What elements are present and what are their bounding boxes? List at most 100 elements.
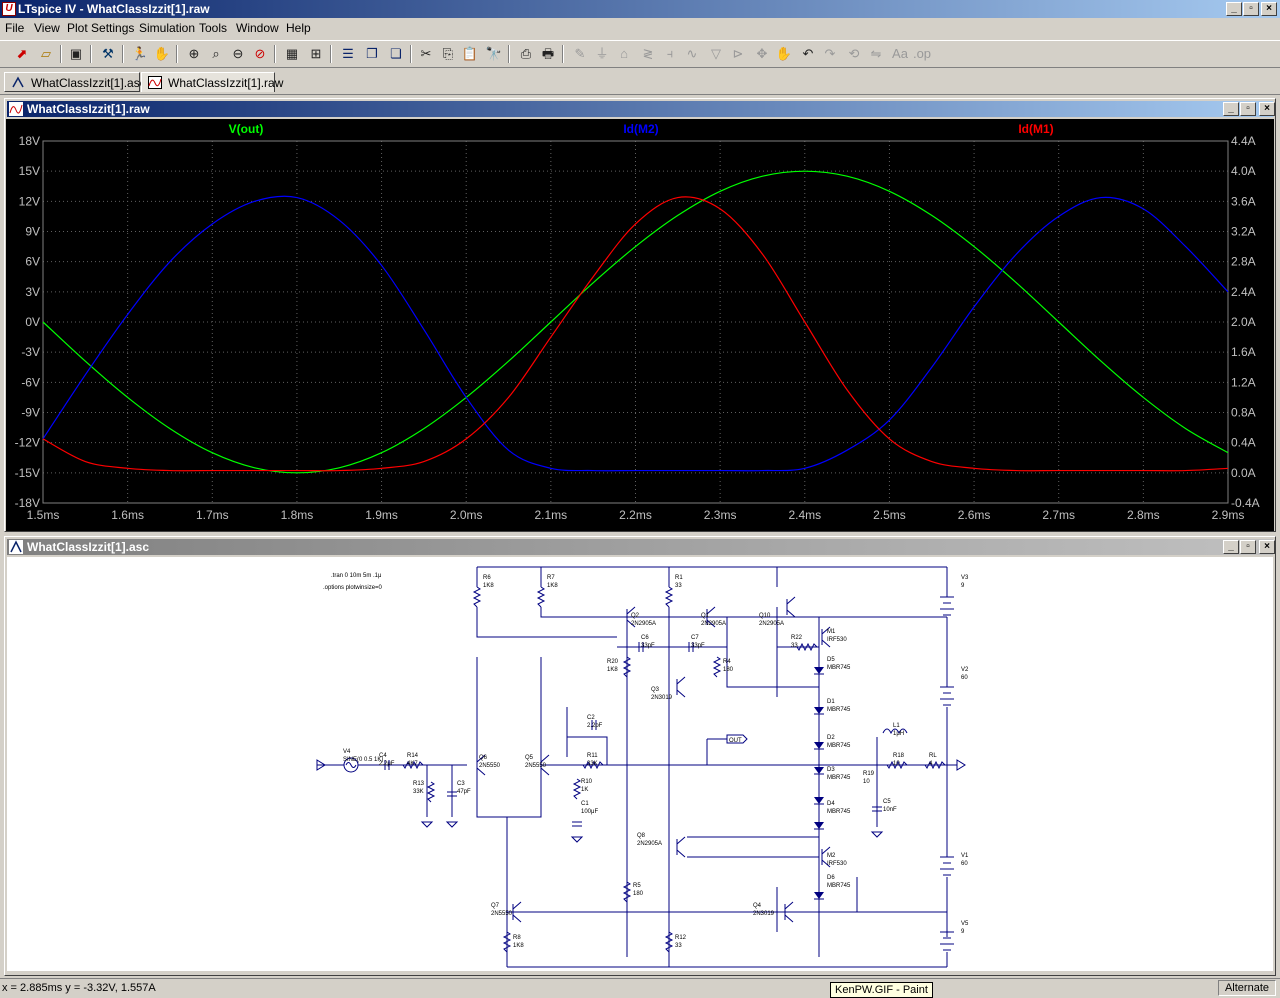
component-ref-c3[interactable]: C3 xyxy=(457,781,465,787)
component-ref-r10[interactable]: R10 xyxy=(581,779,593,785)
schematic-minimize-button[interactable]: _ xyxy=(1223,540,1239,554)
halt-icon[interactable]: ✋ xyxy=(153,46,171,61)
menu-tools[interactable]: Tools xyxy=(199,21,228,35)
component-value-rl[interactable]: 4 xyxy=(929,761,933,767)
component-ref-v2[interactable]: V2 xyxy=(961,667,969,673)
move-icon[interactable]: ✥ xyxy=(756,46,768,61)
component-value-d2[interactable]: MBR745 xyxy=(827,743,851,749)
component-value-c3[interactable]: 47pF xyxy=(457,789,471,795)
zoom-fit-icon[interactable]: ⊘ xyxy=(254,46,266,61)
trace-id-m1[interactable] xyxy=(42,196,1229,472)
plot-maximize-button[interactable]: ▫ xyxy=(1240,102,1256,116)
component-value-q7[interactable]: 2N5550 xyxy=(491,911,513,917)
options-directive[interactable]: .options plotwinsize=0 xyxy=(323,585,383,591)
component-value-r11[interactable]: 33K xyxy=(587,761,598,767)
component-value-r12[interactable]: 33 xyxy=(675,943,682,949)
menu-window[interactable]: Window xyxy=(236,21,279,35)
resistor-symbol[interactable] xyxy=(664,931,674,953)
component-ref-d6[interactable]: D6 xyxy=(827,875,835,881)
component-ref-q1[interactable]: Q1 xyxy=(701,613,710,619)
component-value-d1[interactable]: MBR745 xyxy=(827,707,851,713)
tab-waveform[interactable]: WhatClassIzzit[1].raw xyxy=(141,72,283,92)
component-value-q4[interactable]: 2N3019 xyxy=(753,911,775,917)
diode-symbol[interactable] xyxy=(814,892,824,899)
component-value-r5[interactable]: 180 xyxy=(633,891,644,897)
component-value-r10[interactable]: 1K xyxy=(581,787,588,793)
component-value-q10[interactable]: 2N2905A xyxy=(759,621,784,627)
component-value-c6[interactable]: 33pF xyxy=(641,643,655,649)
component-value-v4[interactable]: SINE(0 0.5 1K) xyxy=(343,757,383,763)
zoom-in-icon[interactable]: ⊕ xyxy=(188,46,200,61)
component-ref-m1[interactable]: M1 xyxy=(827,629,836,635)
close-button[interactable]: × xyxy=(1261,2,1277,16)
component-value-c7[interactable]: 33pF xyxy=(691,643,705,649)
component-ref-c4[interactable]: C4 xyxy=(379,753,387,759)
diode-symbol[interactable] xyxy=(814,822,824,829)
capacitor-icon[interactable]: ⫞ xyxy=(666,46,674,61)
component-value-d6[interactable]: MBR745 xyxy=(827,883,851,889)
component-value-r13[interactable]: 33K xyxy=(413,789,424,795)
menu-help[interactable]: Help xyxy=(286,21,311,35)
menu-view[interactable]: View xyxy=(34,21,60,35)
component-value-r20[interactable]: 1K8 xyxy=(607,667,618,673)
resistor-symbol[interactable] xyxy=(472,586,482,608)
legend-label[interactable]: V(out) xyxy=(229,122,264,136)
label-net-icon[interactable]: ⌂ xyxy=(620,46,628,61)
legend-label[interactable]: Id(M1) xyxy=(1018,122,1053,136)
resistor-symbol[interactable] xyxy=(502,931,512,953)
schematic-canvas[interactable]: OUT .tran 0 10m 5m .1μ .options plotwins… xyxy=(7,557,1273,971)
component-ref-r18[interactable]: R18 xyxy=(893,753,905,759)
component-value-v2[interactable]: 60 xyxy=(961,675,968,681)
component-ref-v4[interactable]: V4 xyxy=(343,749,351,755)
component-ref-c2[interactable]: C2 xyxy=(587,715,595,721)
component-ref-q4[interactable]: Q4 xyxy=(753,903,762,909)
component-value-r19[interactable]: 10 xyxy=(863,779,870,785)
save-icon[interactable]: ▣ xyxy=(69,46,83,61)
component-value-q8[interactable]: 2N2905A xyxy=(637,841,662,847)
inductor-icon[interactable]: ∿ xyxy=(686,46,698,61)
tile-horizontal-icon[interactable]: ☰ xyxy=(342,46,354,61)
component-ref-q7[interactable]: Q7 xyxy=(491,903,500,909)
component-ref-r22[interactable]: R22 xyxy=(791,635,803,641)
redo-icon[interactable]: ↷ xyxy=(824,46,836,61)
component-value-d3[interactable]: MBR745 xyxy=(827,775,851,781)
diode-symbol[interactable] xyxy=(814,742,824,749)
text-icon[interactable]: Aa xyxy=(892,46,908,61)
resistor-symbol[interactable] xyxy=(572,778,582,800)
component-ref-rl[interactable]: RL xyxy=(929,753,937,759)
component-value-c5[interactable]: 10nF xyxy=(883,807,897,813)
schematic-maximize-button[interactable]: ▫ xyxy=(1240,540,1256,554)
resistor-symbol[interactable] xyxy=(622,656,632,678)
open-schematic-icon[interactable]: ⬈ xyxy=(16,46,28,61)
cut-icon[interactable]: ✂ xyxy=(420,46,432,61)
component-ref-r4[interactable]: R4 xyxy=(723,659,731,665)
component-ref-d3[interactable]: D3 xyxy=(827,767,835,773)
component-ref-r5[interactable]: R5 xyxy=(633,883,641,889)
component-ref-d4[interactable]: D4 xyxy=(827,801,835,807)
print-icon[interactable]: 🖶 xyxy=(541,46,555,61)
diode-icon[interactable]: ▽ xyxy=(711,46,721,61)
component-value-d4[interactable]: MBR745 xyxy=(827,809,851,815)
component-value-q2[interactable]: 2N2905A xyxy=(631,621,656,627)
open-folder-icon[interactable]: ▱ xyxy=(41,46,51,61)
resistor-symbol[interactable] xyxy=(796,642,818,652)
tab-schematic[interactable]: WhatClassIzzit[1].asc xyxy=(4,72,146,92)
component-value-c4[interactable]: 2.2μF xyxy=(379,761,395,767)
undo-icon[interactable]: ↶ xyxy=(802,46,814,61)
plot-close-button[interactable]: × xyxy=(1259,102,1275,116)
component-value-q3[interactable]: 2N3019 xyxy=(651,695,673,701)
component-ref-r14[interactable]: R14 xyxy=(407,753,419,759)
ltspice-app-icon[interactable]: U xyxy=(2,2,16,16)
component-ref-r19[interactable]: R19 xyxy=(863,771,875,777)
component-ref-d2[interactable]: D2 xyxy=(827,735,835,741)
component-ref-q10[interactable]: Q10 xyxy=(759,613,771,619)
component-value-r4[interactable]: 180 xyxy=(723,667,734,673)
component-icon[interactable]: ⊳ xyxy=(732,46,744,61)
component-value-r14[interactable]: 4K7 xyxy=(407,761,418,767)
component-ref-c5[interactable]: C5 xyxy=(883,799,891,805)
copy-icon[interactable]: ⎘ xyxy=(442,46,454,61)
component-ref-v3[interactable]: V3 xyxy=(961,575,969,581)
component-value-v1[interactable]: 60 xyxy=(961,861,968,867)
component-ref-c7[interactable]: C7 xyxy=(691,635,699,641)
